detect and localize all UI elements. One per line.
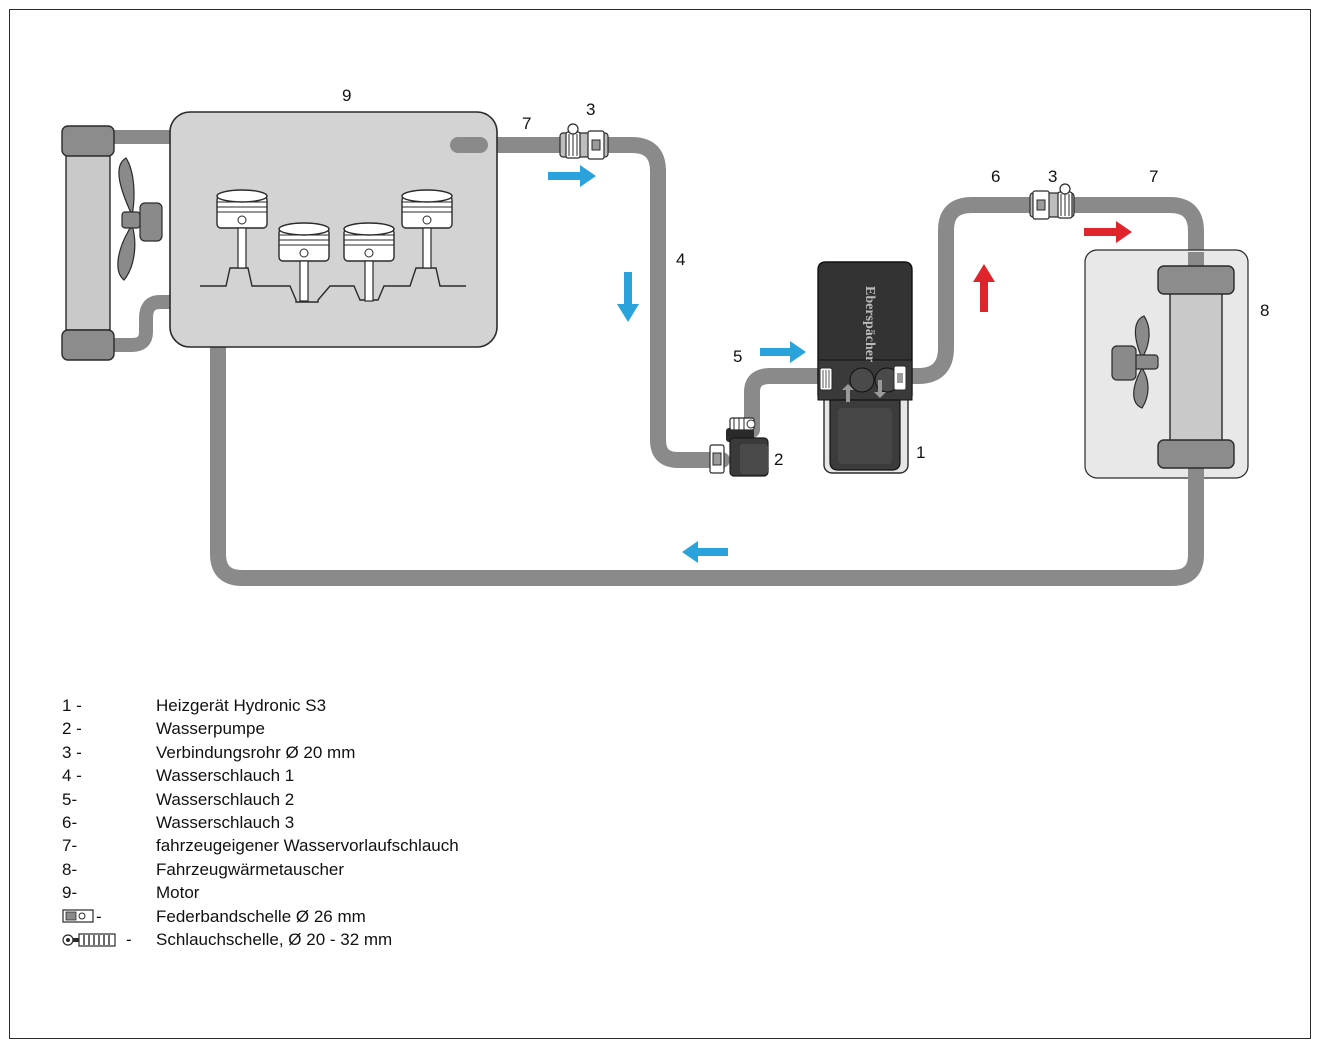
legend-item: - Federbandschelle Ø 26 mm xyxy=(62,905,459,928)
legend-key-hose-clamp: - xyxy=(62,928,156,951)
legend-item: 8- Fahrzeugwärmetauscher xyxy=(62,858,459,881)
spring-band-clamp-icon xyxy=(587,130,605,160)
water-hose-3 xyxy=(888,197,1046,384)
return-hose xyxy=(210,310,1204,586)
callout-4: 4 xyxy=(676,250,685,269)
legend-text: Federbandschelle Ø 26 mm xyxy=(156,906,366,926)
legend-item: 2 - Wasserpumpe xyxy=(62,717,459,740)
callout-7-left: 7 xyxy=(522,114,531,133)
engine-radiator xyxy=(61,125,115,361)
legend-key: 6- xyxy=(62,812,78,832)
legend-key: 1 - xyxy=(62,696,82,715)
legend-text: fahrzeugeigener Wasservorlaufschlauch xyxy=(156,836,459,856)
flow-arrow-hot xyxy=(973,264,995,312)
heater-outlet-clamp-icon xyxy=(893,365,907,391)
piston-icon xyxy=(216,189,268,269)
fan-icon xyxy=(117,157,163,281)
callout-6: 6 xyxy=(991,167,1000,186)
flow-arrow-cold xyxy=(617,272,639,322)
legend-text: Fahrzeugwärmetauscher xyxy=(156,859,345,879)
spring-band-clamp-icon xyxy=(1032,190,1050,220)
flow-arrow-cold xyxy=(548,165,596,187)
legend-text: Heizgerät Hydronic S3 xyxy=(156,696,327,715)
legend-key: 5- xyxy=(62,789,78,809)
legend-text: Verbindungsrohr Ø 20 mm xyxy=(156,742,356,762)
piston-icon xyxy=(278,222,330,302)
flow-arrow-cold xyxy=(682,541,728,563)
callout-1: 1 xyxy=(916,443,925,462)
legend-item: 1 - Heizgerät Hydronic S3 xyxy=(62,694,459,717)
connection-tube-clamp-right xyxy=(1029,183,1075,220)
legend-key-suffix: - xyxy=(96,906,102,926)
legend-key-suffix: - xyxy=(126,929,132,949)
legend-key: 7- xyxy=(62,836,78,856)
hose-vehicle-supply-7-right xyxy=(1060,197,1204,260)
legend-key-spring-band-clamp: - xyxy=(62,905,156,928)
heater-inlet-clamp-icon xyxy=(819,367,833,391)
crankshaft xyxy=(200,267,466,303)
legend: 1 - Heizgerät Hydronic S3 2 - Wasserpump… xyxy=(62,694,459,951)
legend-item: 4 - Wasserschlauch 1 xyxy=(62,764,459,787)
callout-3-left: 3 xyxy=(586,100,595,119)
hose-clamp-icon xyxy=(565,123,581,159)
callout-8: 8 xyxy=(1260,301,1269,320)
piston-icon xyxy=(343,222,395,302)
legend-item: 5- Wasserschlauch 2 xyxy=(62,788,459,811)
legend-text: Motor xyxy=(156,883,200,903)
callout-9: 9 xyxy=(342,86,351,105)
legend-item: 9- Motor xyxy=(62,881,459,904)
legend-item: 7- fahrzeugeigener Wasservorlaufschlauch xyxy=(62,834,459,857)
legend-key: 8- xyxy=(62,859,78,879)
flow-arrow-cold xyxy=(760,341,806,363)
spring-band-clamp-icon xyxy=(62,909,94,923)
piston-icon xyxy=(401,189,453,269)
legend-text: Wasserschlauch 1 xyxy=(156,766,295,786)
legend-item: 6- Wasserschlauch 3 xyxy=(62,811,459,834)
legend-key: 3 - xyxy=(62,742,82,762)
legend-key: 2 - xyxy=(62,719,82,739)
water-hose-1 xyxy=(650,163,730,468)
callout-2: 2 xyxy=(774,450,783,469)
water-pump xyxy=(709,417,769,477)
connection-tube-clamp-left xyxy=(559,123,609,160)
legend-key: 9- xyxy=(62,883,78,903)
heater-hydronic-s3: Eberspächer xyxy=(817,261,913,474)
legend-text: Wasserschlauch 3 xyxy=(156,812,295,832)
hose-clamp-icon xyxy=(62,933,116,947)
legend-text: Wasserschlauch 2 xyxy=(156,789,295,809)
fan-icon xyxy=(1111,315,1159,409)
flow-arrow-hot xyxy=(1084,221,1132,243)
legend-key: 4 - xyxy=(62,766,82,786)
callout-7-right: 7 xyxy=(1149,167,1158,186)
vehicle-heat-exchanger xyxy=(1084,249,1249,486)
legend-text: Wasserpumpe xyxy=(156,719,265,739)
callout-5: 5 xyxy=(733,347,742,366)
legend-item: - Schlauchschelle, Ø 20 - 32 mm xyxy=(62,928,459,951)
water-hose-2 xyxy=(744,368,836,438)
hose-clamp-icon xyxy=(1057,183,1073,219)
engine xyxy=(169,111,498,348)
callout-3-right: 3 xyxy=(1048,167,1057,186)
diagram-frame xyxy=(9,9,1311,1039)
heater-brand-label: Eberspächer xyxy=(862,286,877,362)
hose-radiator-bottom xyxy=(105,295,179,352)
legend-item: 3 - Verbindungsrohr Ø 20 mm xyxy=(62,741,459,764)
spring-band-clamp-icon xyxy=(709,444,725,474)
legend-text: Schlauchschelle, Ø 20 - 32 mm xyxy=(156,929,393,949)
